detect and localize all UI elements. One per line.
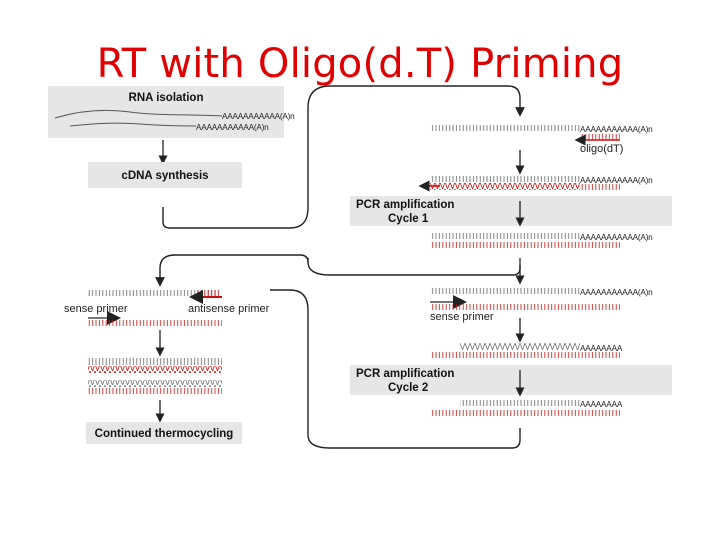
mrna-polya-2: AAAAAAAAAAA(A)n <box>196 123 269 132</box>
pcr-cycle1-box <box>350 196 672 226</box>
pcr-cycle1-label-1: PCR amplification <box>356 199 454 211</box>
oligo-dt-label: oligo(dT) <box>580 143 623 155</box>
mrna-strand-2 <box>69 122 197 127</box>
left-template-top <box>88 290 218 296</box>
sense-primer-right-label: sense primer <box>430 311 494 323</box>
sense-primer-left-label: sense primer <box>64 303 128 315</box>
right-sp-top <box>430 288 580 294</box>
right-c2-zig <box>460 343 580 350</box>
left-product-b1 <box>88 380 222 387</box>
pcr-cycle1-label-2: Cycle 1 <box>388 213 429 225</box>
oligo-dt-block <box>580 134 620 140</box>
right-sp-bottom <box>430 304 620 310</box>
right-c1-bottom <box>430 242 620 248</box>
right-c1-top <box>430 233 580 239</box>
continued-label: Continued thermocycling <box>95 428 234 440</box>
cdna-synthesis-box <box>88 162 242 188</box>
pcr-cycle2-box <box>350 365 672 395</box>
left-product-top <box>88 358 222 365</box>
left-product-mid <box>88 366 222 373</box>
connector-upper <box>162 85 525 229</box>
antisense-primer-label: antisense primer <box>188 303 270 315</box>
left-red-primer-block <box>196 290 220 298</box>
right-polya-3: AAAAAAAAAAA(A)n <box>580 233 653 242</box>
right-cdna-tail <box>580 184 620 190</box>
connector-bottom <box>270 289 521 449</box>
continued-box <box>86 422 242 444</box>
right-polya-1: AAAAAAAAAAA(A)n <box>580 125 653 134</box>
mrna-polya-1: AAAAAAAAAAA(A)n <box>222 112 295 121</box>
right-mrna-1 <box>430 125 580 131</box>
connector-middle <box>307 258 521 276</box>
left-template-bottom <box>88 320 222 326</box>
right-c3-bottom <box>430 410 620 416</box>
right-c2-bottom <box>430 352 620 358</box>
slide-title: RT with Oligo(d.T) Priming <box>96 41 624 87</box>
connector-left-down <box>155 254 309 287</box>
rna-isolation-label: RNA isolation <box>129 92 204 104</box>
rna-isolation-box <box>48 86 284 138</box>
right-c3-top <box>460 400 580 406</box>
right-polya-2: AAAAAAAAAAA(A)n <box>580 176 653 185</box>
right-cdna-zig <box>430 183 580 190</box>
right-polya-short-2: AAAAAAAA <box>580 400 623 409</box>
left-product-b2 <box>88 388 222 394</box>
pcr-cycle2-label-1: PCR amplification <box>356 368 454 380</box>
pcr-cycle2-label-2: Cycle 2 <box>388 382 428 394</box>
right-polya-short-1: AAAAAAAA <box>580 344 623 353</box>
cdna-synthesis-label: cDNA synthesis <box>121 170 208 182</box>
right-polya-4: AAAAAAAAAAA(A)n <box>580 288 653 297</box>
right-mrna-2 <box>430 176 580 182</box>
mrna-strand-1 <box>54 109 223 119</box>
